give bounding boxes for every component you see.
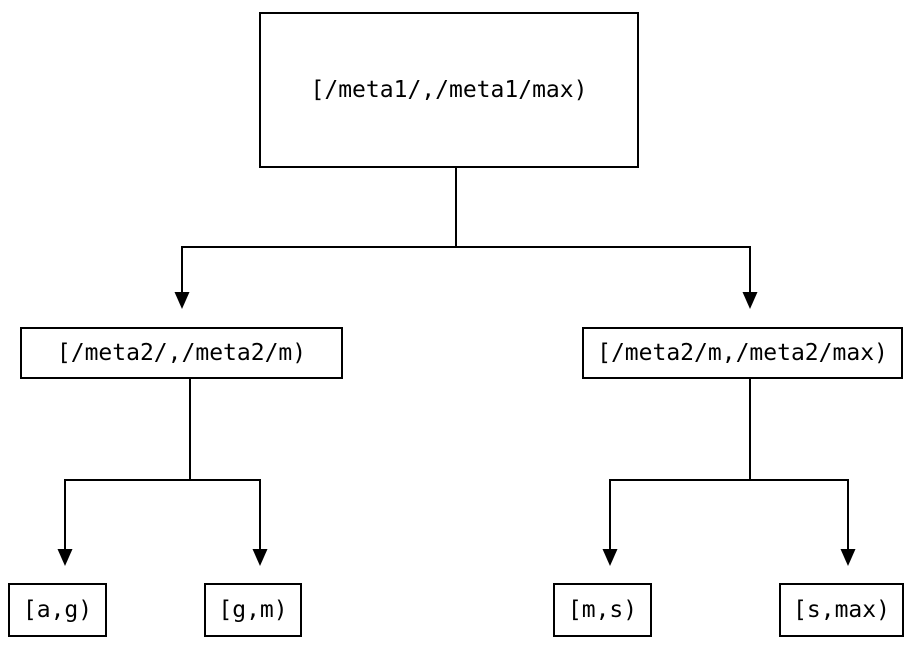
arrowhead-down-icon (57, 549, 73, 566)
arrowhead-down-icon (840, 549, 856, 566)
arrowhead-down-icon (174, 292, 190, 309)
node-label: [/meta2/,/meta2/m) (56, 339, 307, 366)
arrowhead-down-icon (602, 549, 618, 566)
node-label: [a,g) (22, 596, 93, 623)
node-meta2-low-range: [/meta2/,/meta2/m) (20, 327, 343, 379)
node-root-range: [/meta1/,/meta1/max) (259, 12, 639, 168)
arrowhead-down-icon (742, 292, 758, 309)
node-leaf-g-m: [g,m) (204, 583, 302, 637)
node-meta2-high-range: [/meta2/m,/meta2/max) (582, 327, 903, 379)
arrowhead-down-icon (252, 549, 268, 566)
node-label: [/meta1/,/meta1/max) (310, 76, 588, 103)
node-label: [g,m) (218, 596, 288, 623)
node-leaf-m-s: [m,s) (553, 583, 652, 637)
node-label: [/meta2/m,/meta2/max) (597, 339, 888, 366)
node-leaf-s-max: [s,max) (779, 583, 904, 637)
node-label: [m,s) (567, 596, 638, 623)
node-leaf-a-g: [a,g) (8, 583, 107, 637)
node-label: [s,max) (793, 596, 890, 623)
